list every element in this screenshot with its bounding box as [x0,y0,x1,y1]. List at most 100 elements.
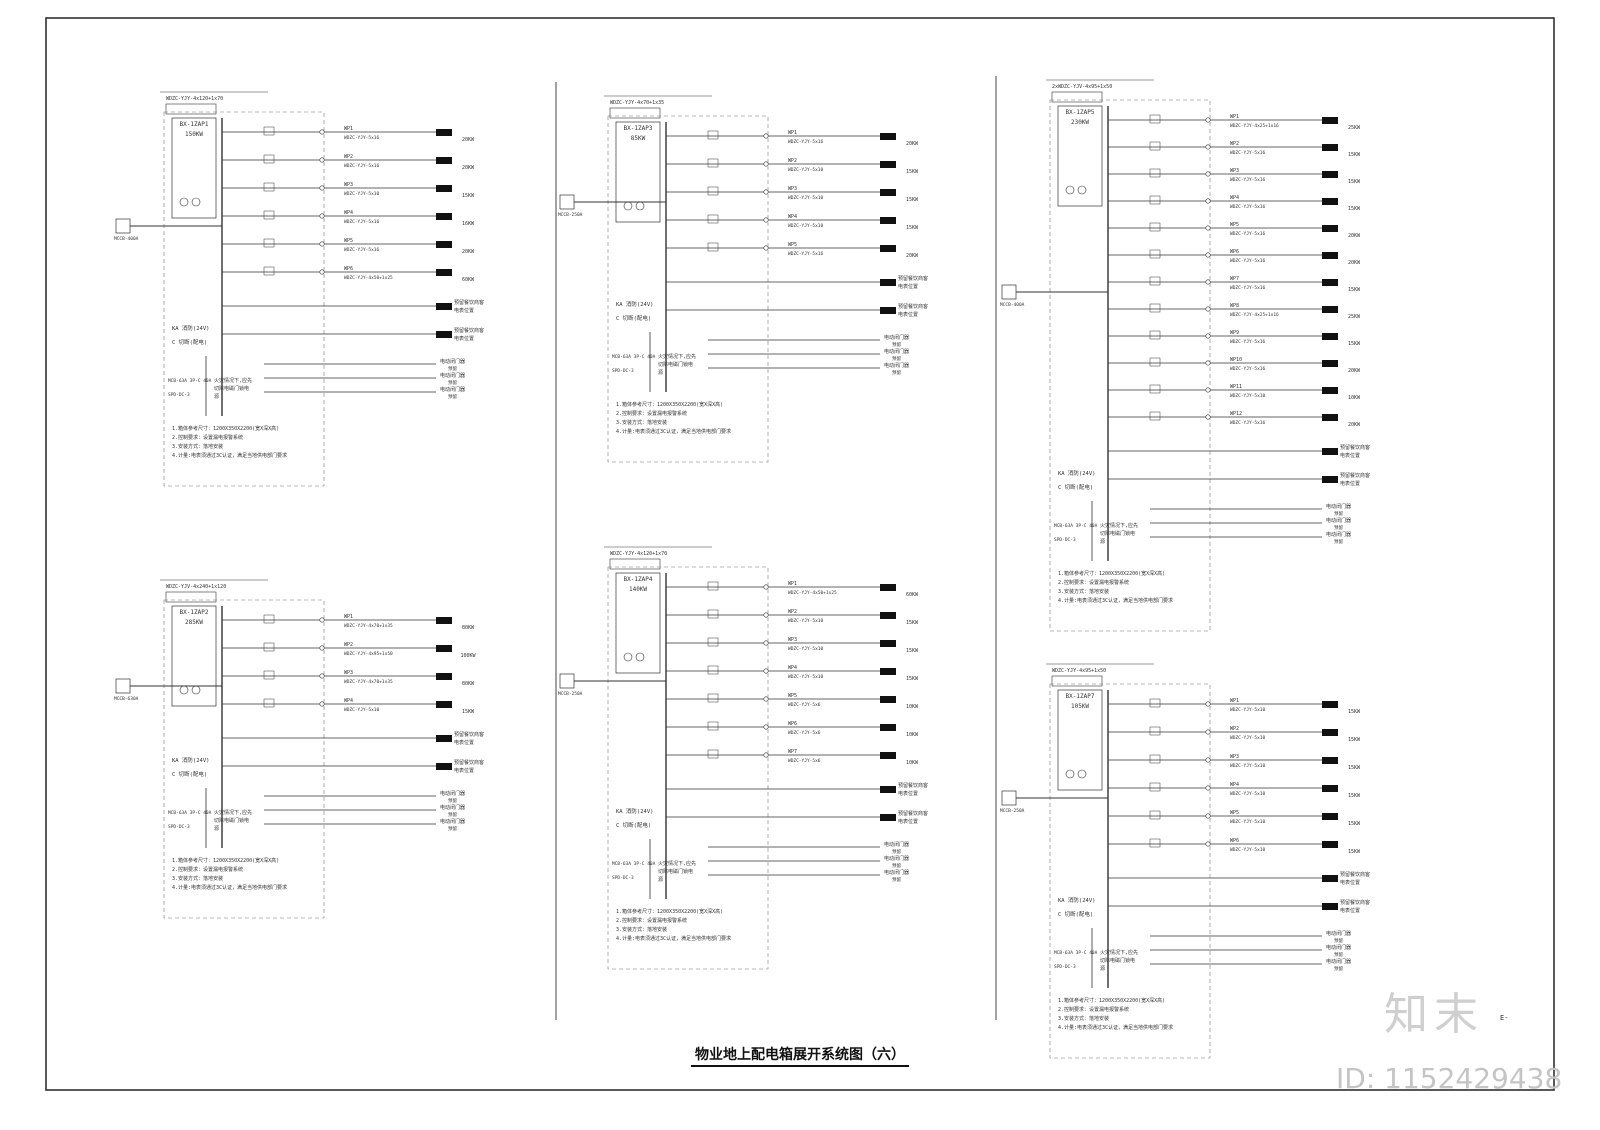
panel-p2: WDZC-YJV-4x240+1x120BX-1ZAP2285KWMCCB-63… [114,579,484,919]
breaker-icon [1149,195,1161,205]
circuit-no: WP1 [1230,698,1239,704]
door-closer-label: 电动闭门器 [440,372,465,379]
circuit-no: WP1 [788,581,797,587]
circuit-load: 15KW [906,197,919,203]
fire-note: 火灾情况下,应先 [1100,522,1138,529]
circuit-cable: WDZC-YJY-5x10 [788,195,824,201]
spare-label: 预留餐饮商客 [454,327,484,334]
fire-relay-label: KA 消防(24V) [1058,469,1096,477]
terminal-icon [1205,171,1211,177]
load-block-icon [880,584,896,591]
circuit-cable: WDZC-YJY-4x50+1x25 [344,275,393,281]
circuit-load: 10KW [906,732,919,738]
panel-p4: WDZC-YJY-4x120+1x70BX-1ZAP4140KWMCCB-250… [558,546,928,970]
surge-breaker: MCB-63A 3P-C 40A [168,378,212,384]
breaker-icon [707,637,719,647]
spare-label: 预留餐饮商客 [1340,899,1370,906]
voltmeter-icon [1077,769,1087,779]
breaker-icon [1149,330,1161,340]
meter-box-label-frame [609,107,661,119]
load-block-icon [1322,813,1338,820]
breaker-icon [1149,276,1161,286]
terminal-icon [763,133,769,139]
circuit-cable: WDZC-YJY-5x16 [1230,150,1266,156]
supply-cable: WDZC-YJV-4x240+1x120 [166,584,226,590]
panel-note: 1.箱体参考尺寸：1200X350X2200(宽X深X高) [1058,997,1165,1004]
circuit-no: WP7 [788,749,797,755]
panel-note: 3.安装方式：落地安装 [1058,1015,1109,1022]
panel-note: 1.箱体参考尺寸：1200X350X2200(宽X深X高) [172,425,279,432]
main-breaker: MCCB-400A [1000,302,1025,308]
spare-block-icon [880,307,896,314]
spare-block-icon [1322,476,1338,483]
panel-power: 140KW [629,586,647,593]
terminal-icon [1205,757,1211,763]
spare-label: 电表位置 [898,790,918,797]
ammeter-icon [179,197,189,207]
sheet-number: E- [1500,1014,1508,1022]
circuit-cable: WDZC-YJY-5x16 [788,251,824,257]
incoming-switch-icon [559,194,575,210]
circuit-cable: WDZC-YJY-5x16 [788,139,824,145]
load-block-icon [1322,785,1338,792]
surge-breaker: MCB-63A 3P-C 40A [612,354,656,360]
terminal-icon [763,161,769,167]
spare-label: 电表位置 [454,739,474,746]
spare-label: 电表位置 [454,335,474,342]
load-block-icon [880,640,896,647]
circuit-no: WP3 [1230,168,1239,174]
door-closer-label: 电动闭门器 [884,362,909,369]
circuit-load: 25KW [1348,314,1361,320]
terminal-icon [1205,813,1211,819]
panel-info-box [171,117,217,219]
circuit-cable: WDZC-YJY-4x25+1x16 [1230,123,1279,129]
panel-note: 3.安装方式：落地安装 [172,875,223,882]
spare-block-icon [880,814,896,821]
reserve-label: 预留 [448,393,457,400]
load-block-icon [436,701,452,708]
breaker-icon [263,210,275,220]
spd-label: SPD-DC-3 [1054,964,1076,970]
terminal-icon [1205,117,1211,123]
incoming-switch-icon [559,673,575,689]
breaker-icon [707,186,719,196]
load-block-icon [436,157,452,164]
circuit-load: 15KW [1348,179,1361,185]
circuit-load: 15KW [906,620,919,626]
door-closer-label: 电动闭门器 [440,790,465,797]
supply-cable: WDZC-YJY-4x70+1x35 [610,100,664,106]
circuit-no: WP1 [344,614,353,620]
circuit-no: WP2 [1230,726,1239,732]
breaker-icon [707,665,719,675]
circuit-load: 80KW [462,625,475,631]
door-closer-label: 电动闭门器 [884,855,909,862]
spare-label: 电表位置 [1340,480,1360,487]
load-block-icon [880,161,896,168]
circuit-load: 20KW [1348,422,1361,428]
meter-box-label-frame [165,103,217,115]
spare-label: 电表位置 [898,818,918,825]
terminal-icon [1205,387,1211,393]
breaker-icon [1149,726,1161,736]
panel-power: 105KW [1071,703,1089,710]
circuit-load: 15KW [906,169,919,175]
main-breaker: MCCB-250A [558,691,583,697]
door-closer-label: 电动闭门器 [1326,503,1351,510]
circuit-load: 15KW [1348,206,1361,212]
fire-note: 切除电磁门锁电 [1100,530,1135,537]
breaker-icon [707,749,719,759]
